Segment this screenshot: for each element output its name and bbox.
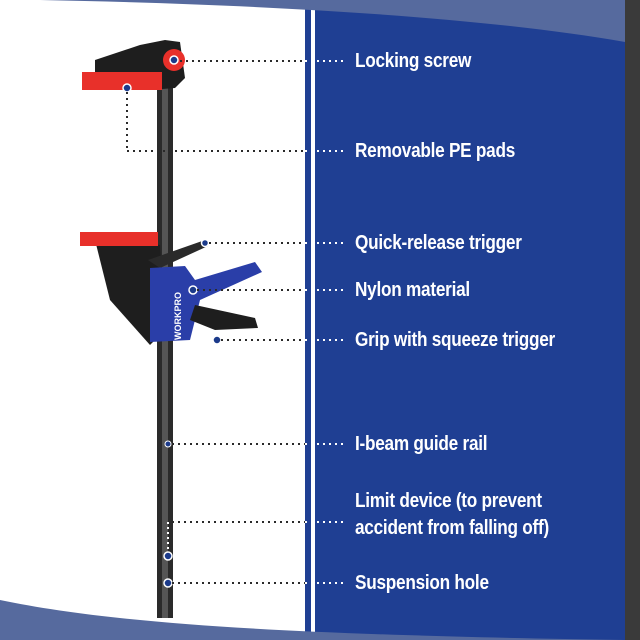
rail-highlight bbox=[162, 70, 168, 618]
label-nylon-material: Nylon material bbox=[355, 279, 470, 301]
rail-dot bbox=[164, 440, 172, 448]
blue-panel bbox=[315, 0, 625, 640]
bottom-wave bbox=[0, 600, 625, 640]
right-edge bbox=[625, 0, 640, 640]
brand-logo: WORKPRO bbox=[173, 292, 183, 340]
handle-body bbox=[150, 262, 262, 342]
pe-pad-dot bbox=[122, 83, 132, 93]
label-quick-release-trigger: Quick-release trigger bbox=[355, 232, 522, 254]
label-limit-device-line1: Limit device (to prevent bbox=[355, 490, 542, 512]
top-wave bbox=[40, 0, 625, 42]
locking-screw-dot bbox=[169, 55, 179, 65]
grip-dot bbox=[212, 335, 222, 345]
limit-device-dot bbox=[163, 551, 173, 561]
suspension-hole-dot bbox=[163, 578, 173, 588]
lower-pe-pad bbox=[80, 232, 158, 246]
label-removable-pe-pads: Removable PE pads bbox=[355, 140, 516, 162]
label-locking-screw: Locking screw bbox=[355, 50, 472, 72]
label-grip-squeeze-trigger: Grip with squeeze trigger bbox=[355, 329, 555, 351]
quick-release-dot bbox=[200, 238, 210, 248]
leader-lines bbox=[126, 60, 345, 584]
nylon-dot bbox=[188, 285, 198, 295]
label-limit-device-line2: accident from falling off) bbox=[355, 517, 549, 539]
top-pe-pad bbox=[82, 72, 162, 90]
lower-jaw bbox=[95, 240, 165, 345]
squeeze-trigger bbox=[190, 305, 258, 330]
stripe bbox=[305, 0, 311, 640]
label-suspension-hole: Suspension hole bbox=[355, 572, 489, 594]
label-i-beam-guide-rail: I-beam guide rail bbox=[355, 433, 488, 455]
quick-release-trigger bbox=[148, 240, 208, 268]
